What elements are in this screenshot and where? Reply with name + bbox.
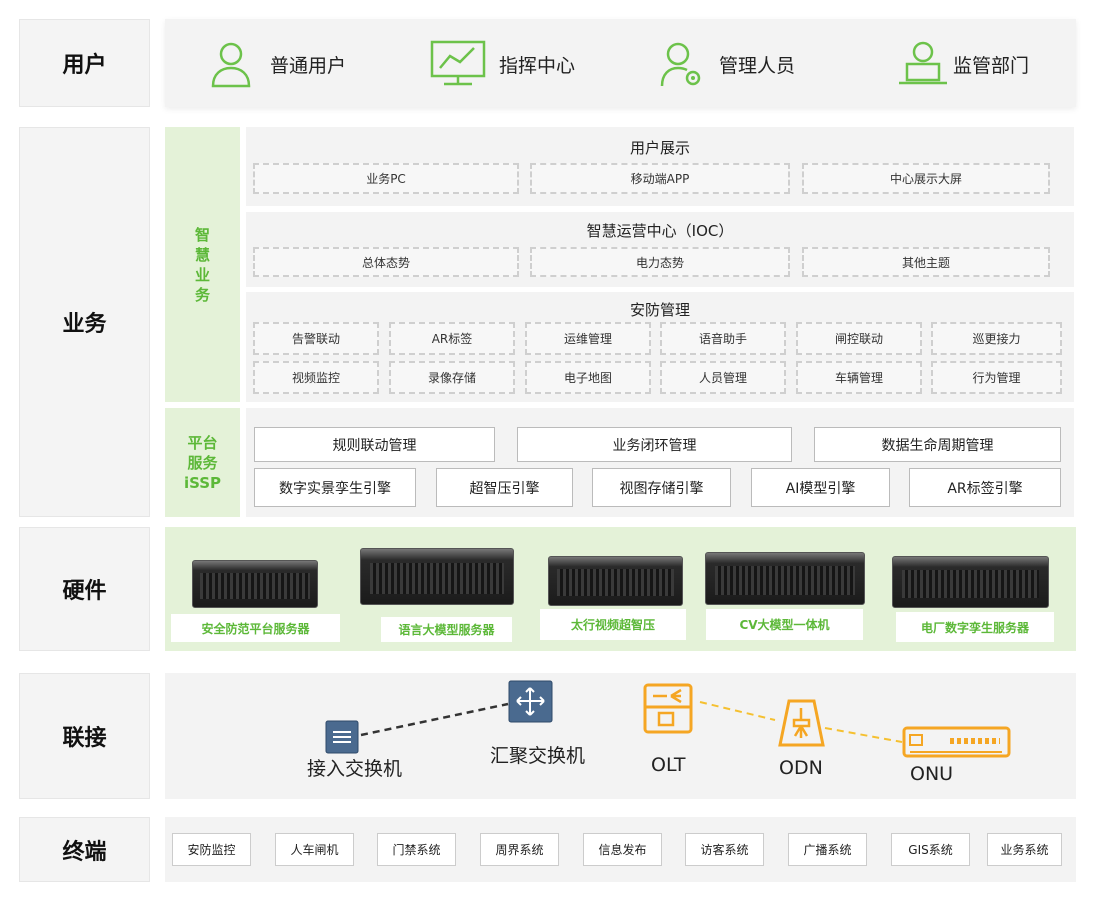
terminal-item: 门禁系统 [377,833,456,866]
odn-icon [778,699,825,747]
aggregate-switch-icon [508,680,553,723]
admin-gear-icon [660,42,701,87]
platform-engine: AI模型引擎 [751,468,890,507]
security-item: 闸控联动 [796,322,922,355]
access-switch-label: 接入交换机 [307,758,403,780]
platform-engine: 视图存储引擎 [592,468,731,507]
server-image [705,552,865,605]
char: 务 [194,285,210,304]
display-item: 业务PC [253,163,519,194]
display-item: 中心展示大屏 [802,163,1050,194]
terminal-item: 业务系统 [987,833,1062,866]
security-item: 运维管理 [525,322,651,355]
olt-icon [643,683,693,734]
security-item: 人员管理 [660,361,786,394]
char: 平台 [187,433,218,452]
char: 服务 [187,453,218,472]
hardware-label: CV大模型一体机 [706,609,863,640]
user-label: 管理人员 [719,55,796,77]
layer-connect: 联接 [19,673,150,799]
server-image [192,560,318,608]
user-icon [211,42,251,88]
display-title: 用户展示 [629,139,690,157]
platform-engine: 超智压引擎 [436,468,573,507]
hardware-label: 太行视频超智压 [540,609,686,640]
platform-item: 业务闭环管理 [517,427,792,462]
layer-terminal: 终端 [19,817,150,882]
hardware-label: 安全防范平台服务器 [171,614,340,642]
ioc-item: 其他主题 [802,247,1050,277]
terminal-item: 人车闸机 [275,833,354,866]
security-item: 视频监控 [253,361,379,394]
connect-panel [165,673,1076,799]
ioc-item: 电力态势 [530,247,790,277]
layer-user: 用户 [19,19,150,107]
odn-label: ODN [779,757,823,779]
layer-hardware: 硬件 [19,527,150,651]
char: 智 [194,225,210,244]
hardware-label: 电厂数字孪生服务器 [896,612,1054,642]
terminal-item: 周界系统 [480,833,559,866]
terminal-item: 安防监控 [172,833,251,866]
smart-business-label: 智慧业务 [165,127,240,402]
olt-label: OLT [651,754,686,776]
terminal-item: GIS系统 [891,833,970,866]
platform-engine: AR标签引擎 [909,468,1061,507]
security-item: 巡更接力 [931,322,1062,355]
security-item: 语音助手 [660,322,786,355]
security-item: 电子地图 [525,361,651,394]
security-item: 告警联动 [253,322,379,355]
security-item: AR标签 [389,322,515,355]
hardware-label: 语言大模型服务器 [381,617,512,642]
platform-item: 数据生命周期管理 [814,427,1061,462]
char: 慧 [194,245,210,264]
server-image [548,556,683,606]
onu-label: ONU [910,763,954,785]
layer-business: 业务 [19,127,150,517]
char: 业 [194,265,210,284]
user-label: 指挥中心 [499,55,576,77]
security-item: 车辆管理 [796,361,922,394]
security-item: 录像存储 [389,361,515,394]
server-image [360,548,514,605]
ioc-title: 智慧运营中心（IOC） [586,222,734,240]
security-title: 安防管理 [629,301,690,319]
terminal-item: 访客系统 [685,833,764,866]
ioc-item: 总体态势 [253,247,519,277]
monitor-chart-icon [430,40,486,86]
platform-item: 规则联动管理 [254,427,495,462]
aggregate-switch-label: 汇聚交换机 [490,745,586,767]
user-label: 监管部门 [953,55,1030,77]
onu-icon [902,726,1011,758]
terminal-item: 广播系统 [788,833,867,866]
display-item: 移动端APP [530,163,790,194]
supervisor-laptop-icon [899,41,947,85]
server-image [892,556,1049,608]
security-item: 行为管理 [931,361,1062,394]
user-label: 普通用户 [270,55,347,77]
connection-lines [360,701,903,743]
char: iSSP [183,473,222,492]
access-switch-icon [325,720,359,754]
terminal-item: 信息发布 [583,833,662,866]
platform-engine: 数字实景孪生引擎 [254,468,416,507]
